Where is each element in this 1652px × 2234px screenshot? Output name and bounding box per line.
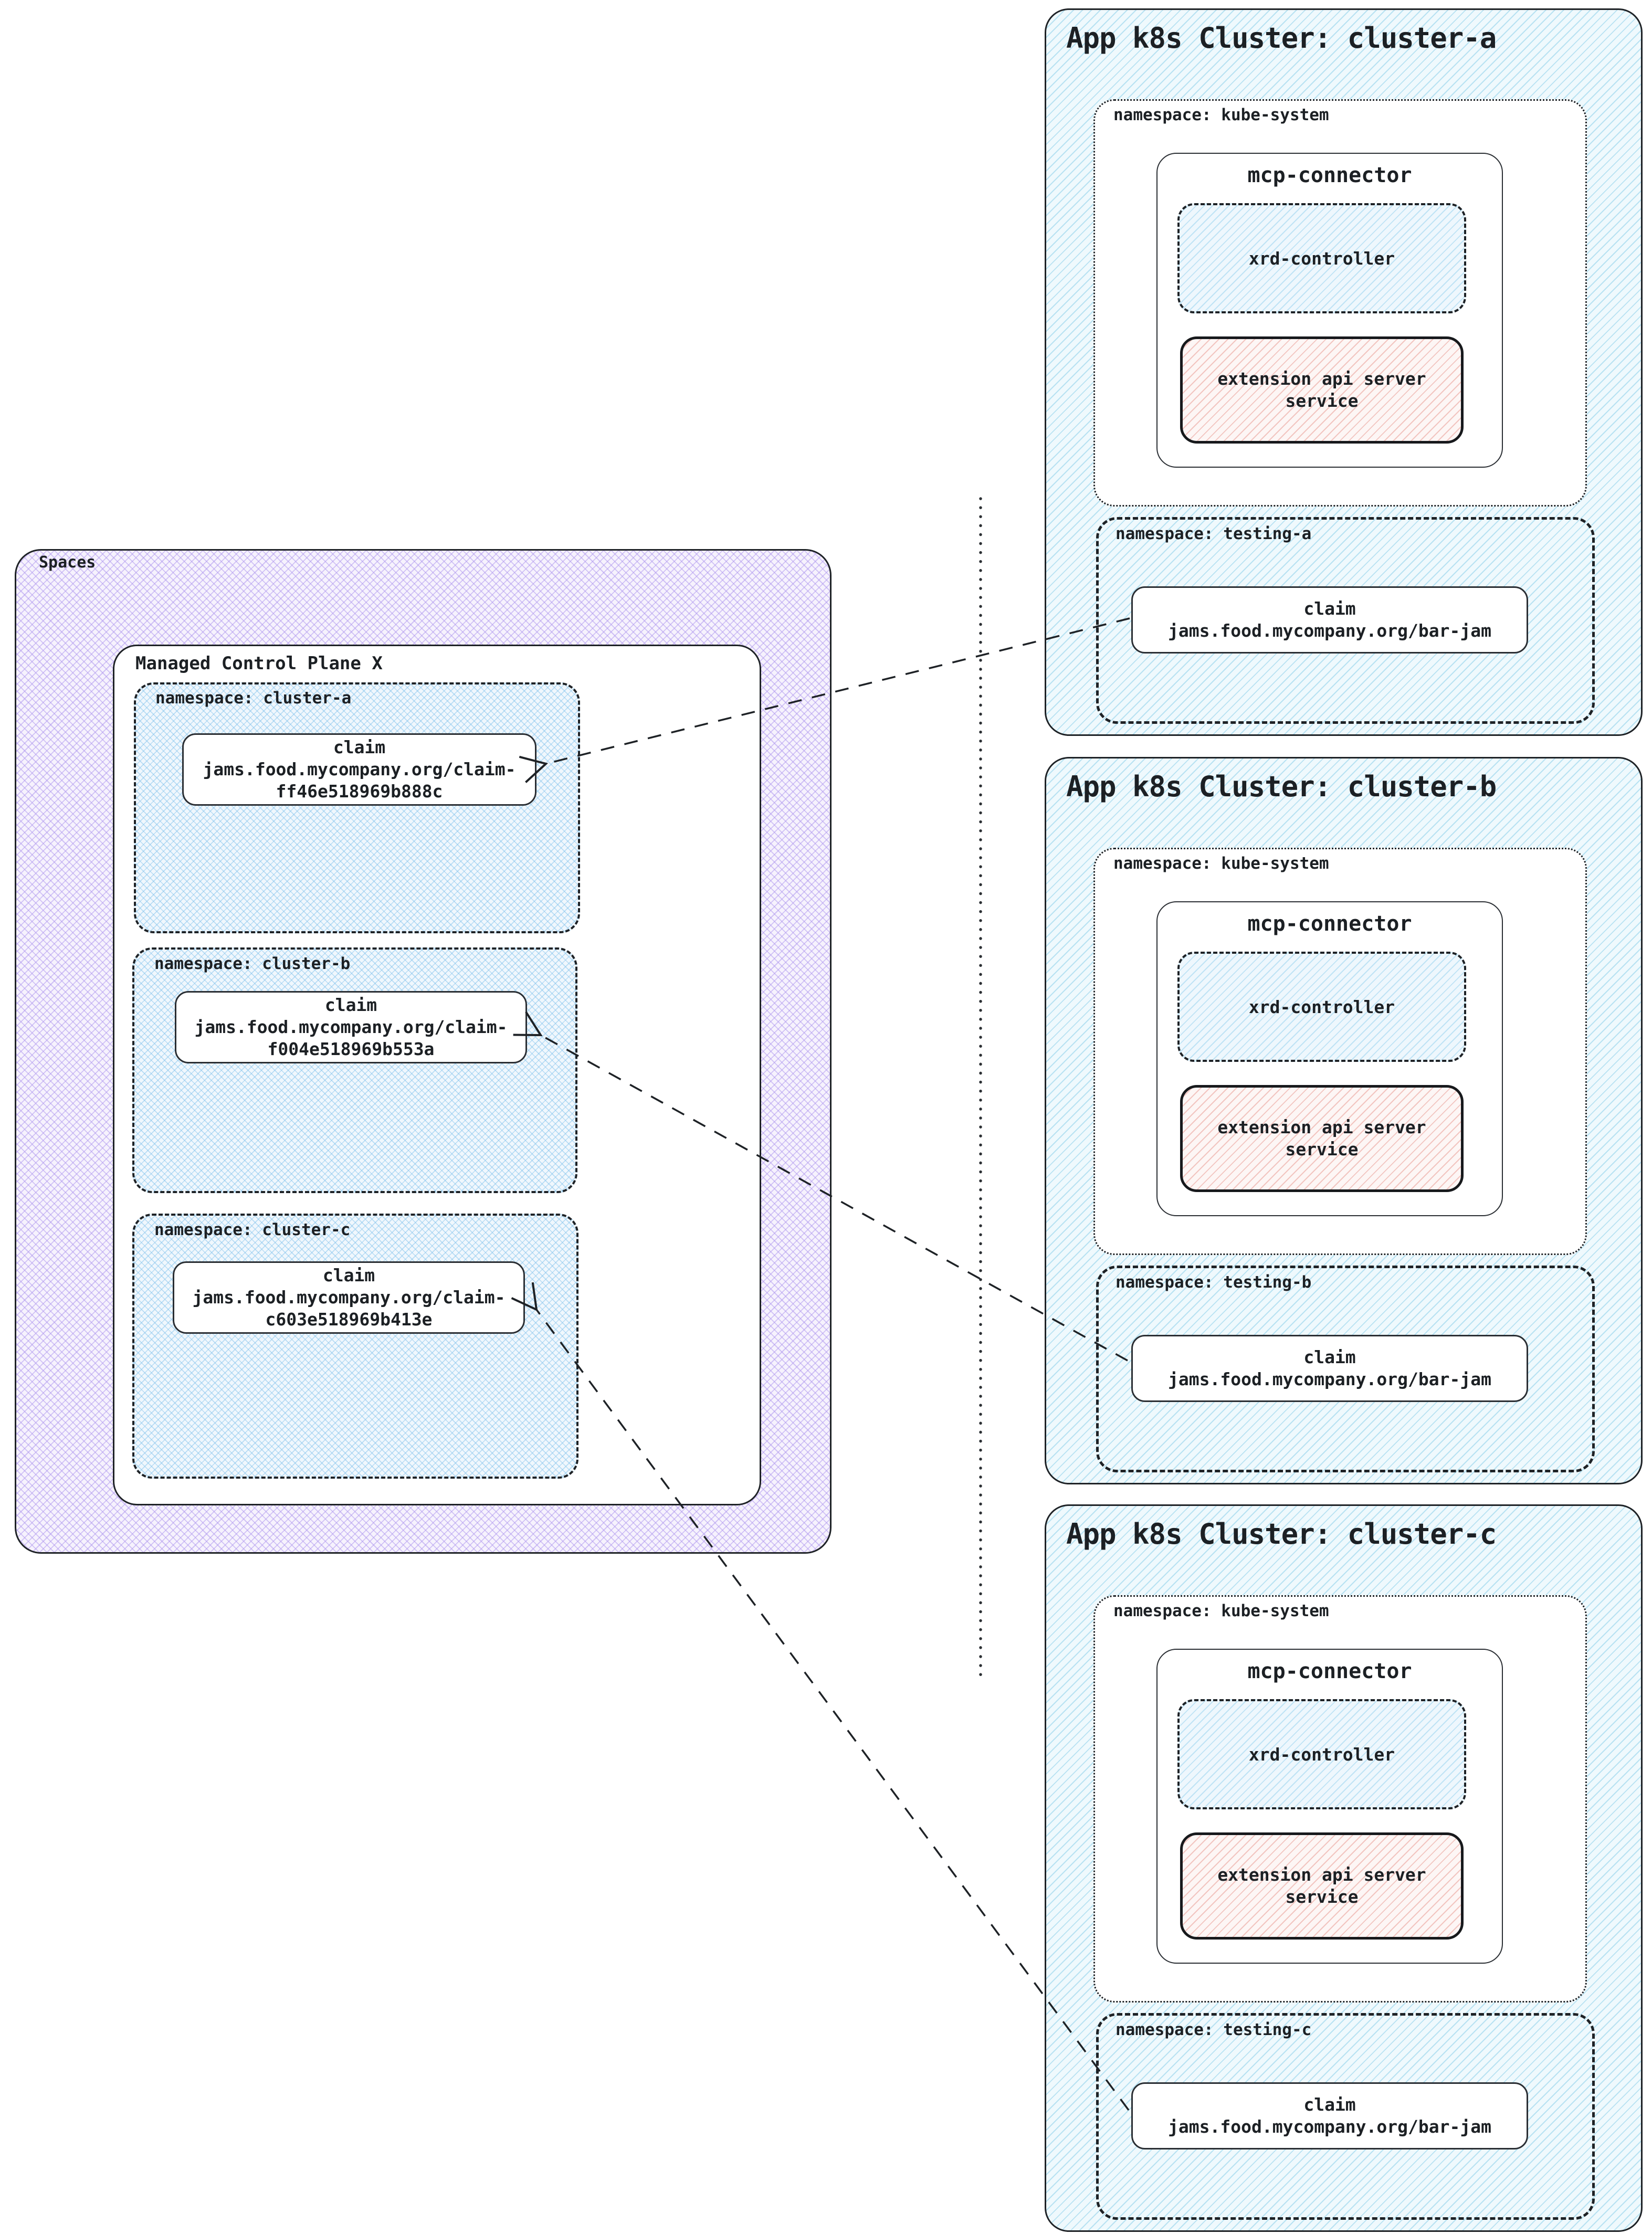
xrd-controller-box-a: xrd-controller [1177,203,1466,313]
ext-service-line: service [1285,1887,1359,1907]
claim-line: claim [333,737,386,757]
testing-c-namespace [1096,2013,1595,2220]
kube-system-label-a: namespace: kube-system [1113,106,1329,124]
namespace-cluster-c-box [132,1214,578,1479]
spaces-label: Spaces [39,553,96,572]
xrd-controller-box-c: xrd-controller [1177,1699,1466,1809]
claim-line: c603e518969b413e [265,1309,433,1330]
mcp-connector-title-b: mcp-connector [1247,912,1412,936]
claim-box-bar-jam-c: claim jams.food.mycompany.org/bar-jam [1131,2082,1528,2149]
extension-api-server-box-b: extension api server service [1180,1085,1464,1192]
claim-box-cluster-b: claim jams.food.mycompany.org/claim- f00… [175,991,527,1063]
namespace-cluster-a-box [134,682,580,933]
claim-line: jams.food.mycompany.org/claim- [203,759,516,779]
app-cluster-a-title: App k8s Cluster: cluster-a [1066,22,1497,55]
claim-line: jams.food.mycompany.org/claim- [192,1287,506,1308]
xrd-controller-label: xrd-controller [1248,248,1395,269]
ext-service-line: extension api server [1217,368,1426,389]
xrd-controller-label: xrd-controller [1248,996,1395,1017]
claim-line: claim [1303,2094,1356,2115]
claim-line: claim [324,995,377,1015]
ext-service-line: service [1285,391,1359,411]
claim-line: ff46e518969b888c [276,781,443,802]
claim-line: claim [1303,1347,1356,1367]
xrd-controller-box-b: xrd-controller [1177,952,1466,1062]
mcp-connector-title-a: mcp-connector [1247,163,1412,187]
claim-line: f004e518969b553a [267,1039,435,1059]
app-cluster-c-panel: App k8s Cluster: cluster-c namespace: ku… [1045,1504,1643,2232]
app-cluster-b-panel: App k8s Cluster: cluster-b namespace: ku… [1045,757,1643,1484]
namespace-cluster-b-box [132,947,577,1193]
extension-api-server-box-a: extension api server service [1180,336,1464,444]
claim-box-cluster-a: claim jams.food.mycompany.org/claim- ff4… [182,733,536,806]
claim-box-cluster-c: claim jams.food.mycompany.org/claim- c60… [173,1261,525,1334]
app-cluster-c-title: App k8s Cluster: cluster-c [1066,1518,1497,1551]
app-cluster-a-panel: App k8s Cluster: cluster-a namespace: ku… [1045,8,1643,736]
testing-b-label: namespace: testing-b [1116,1273,1312,1292]
claim-line: claim [322,1265,375,1285]
claim-box-bar-jam-b: claim jams.food.mycompany.org/bar-jam [1131,1335,1528,1402]
mcp-connector-title-c: mcp-connector [1247,1659,1412,1683]
ext-service-line: extension api server [1217,1864,1426,1885]
claim-line: jams.food.mycompany.org/bar-jam [1168,620,1491,641]
xrd-controller-label: xrd-controller [1248,1744,1395,1765]
claim-line: jams.food.mycompany.org/bar-jam [1168,1369,1491,1389]
claim-line: claim [1303,598,1356,619]
namespace-cluster-a-label: namespace: cluster-a [155,689,352,708]
app-cluster-b-title: App k8s Cluster: cluster-b [1066,770,1497,803]
namespace-cluster-c-label: namespace: cluster-c [154,1220,351,1239]
claim-box-bar-jam-a: claim jams.food.mycompany.org/bar-jam [1131,586,1528,654]
kube-system-label-c: namespace: kube-system [1113,1601,1329,1620]
testing-a-label: namespace: testing-a [1116,524,1312,543]
claim-line: jams.food.mycompany.org/bar-jam [1168,2116,1491,2137]
managed-control-plane-title: Managed Control Plane X [135,653,383,674]
namespace-cluster-b-label: namespace: cluster-b [154,954,351,973]
ext-service-line: service [1285,1139,1359,1160]
kube-system-label-b: namespace: kube-system [1113,854,1329,873]
claim-line: jams.food.mycompany.org/claim- [194,1017,508,1037]
extension-api-server-box-c: extension api server service [1180,1832,1464,1940]
testing-c-label: namespace: testing-c [1116,2020,1312,2039]
ext-service-line: extension api server [1217,1117,1426,1137]
